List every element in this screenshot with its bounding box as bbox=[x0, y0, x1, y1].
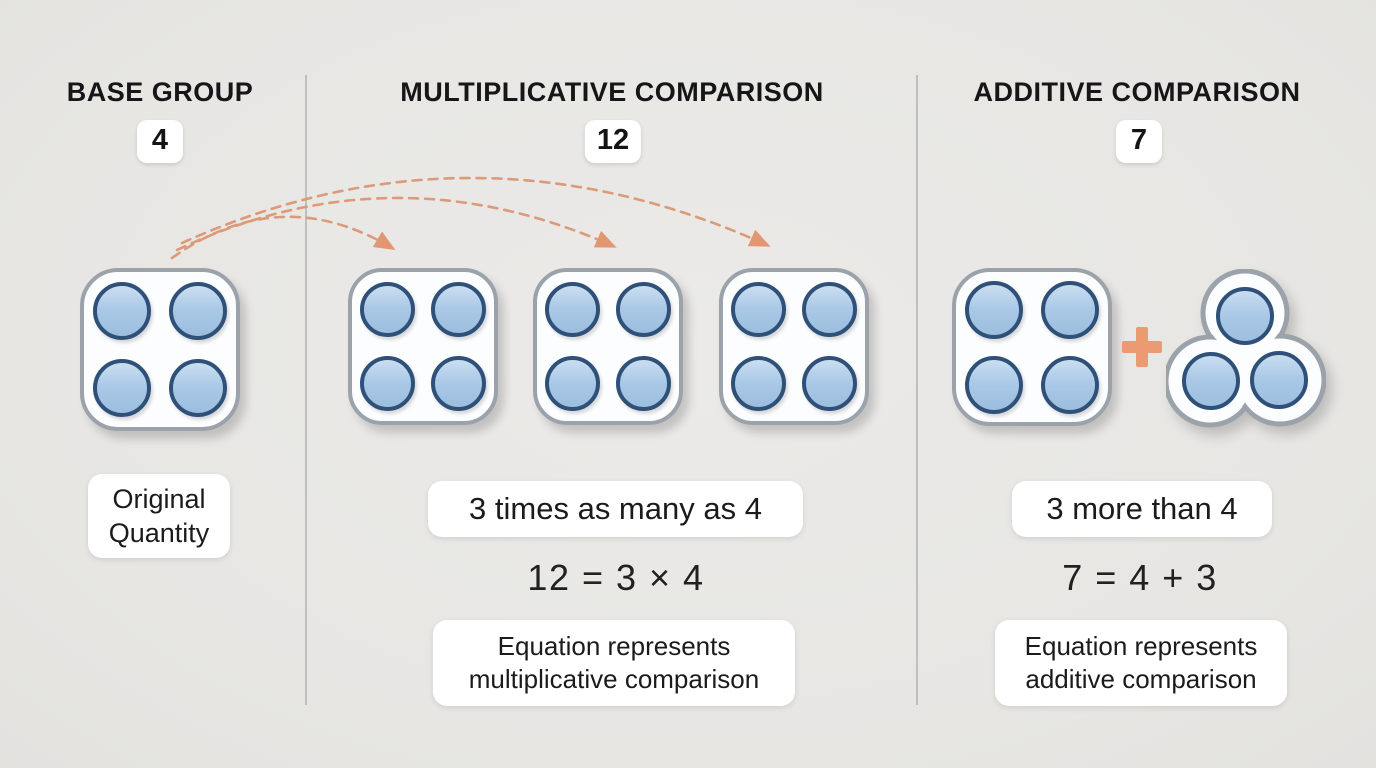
counter-dot bbox=[431, 356, 486, 412]
multiplicative-group-tile-2 bbox=[533, 268, 683, 425]
counter-dot bbox=[802, 356, 857, 412]
section-divider-left bbox=[305, 75, 307, 705]
arrow-to-group-3 bbox=[180, 176, 771, 247]
counter-dot bbox=[731, 281, 786, 337]
additive-statement: 3 more than 4 bbox=[1012, 481, 1272, 537]
counter-dot bbox=[965, 355, 1023, 414]
counter-dot bbox=[802, 281, 857, 337]
counter-dot bbox=[545, 356, 600, 412]
additive-caption: Equation represents additive comparison bbox=[995, 620, 1287, 706]
additive-equation: 7 = 4 + 3 bbox=[1062, 557, 1218, 598]
counter-dot bbox=[1216, 287, 1274, 345]
counter-dot bbox=[360, 281, 415, 337]
counter-dot bbox=[965, 280, 1023, 339]
arrow-to-group-2 bbox=[175, 196, 617, 252]
additive-title: ADDITIVE COMPARISON bbox=[973, 77, 1301, 107]
plus-icon bbox=[1122, 327, 1162, 367]
counter-dot bbox=[545, 281, 600, 337]
multiplicative-group-tile-1 bbox=[348, 268, 498, 425]
original-quantity-line2: Quantity bbox=[108, 518, 210, 548]
multiplicative-count-badge: 12 bbox=[584, 120, 642, 163]
counter-dot bbox=[616, 356, 671, 412]
counter-dot bbox=[93, 281, 151, 340]
multiplicative-statement: 3 times as many as 4 bbox=[428, 481, 803, 537]
base-group-tile bbox=[80, 268, 240, 431]
base-count-badge: 4 bbox=[137, 120, 183, 163]
counter-dot bbox=[1182, 352, 1240, 410]
multiplicative-title: MULTIPLICATIVE COMPARISON bbox=[400, 77, 824, 107]
additive-caption-line1: Equation represents bbox=[1024, 631, 1258, 661]
counter-dot bbox=[616, 281, 671, 337]
multiplicative-caption: Equation represents multiplicative compa… bbox=[433, 620, 795, 706]
counter-dot bbox=[1250, 351, 1308, 409]
additive-extra-blob bbox=[1166, 269, 1326, 428]
counter-dot bbox=[169, 359, 227, 418]
base-group-title: BASE GROUP bbox=[66, 77, 254, 107]
original-quantity-line1: Original bbox=[112, 484, 206, 514]
additive-count-badge: 7 bbox=[1116, 120, 1162, 163]
counter-dot bbox=[731, 356, 786, 412]
additive-caption-line2: additive comparison bbox=[1025, 664, 1257, 694]
arrow-to-group-1 bbox=[170, 215, 396, 260]
section-divider-right bbox=[916, 75, 918, 705]
multiplicative-caption-line1: Equation represents bbox=[497, 631, 731, 661]
counter-dot bbox=[1041, 355, 1099, 414]
counter-dot bbox=[1041, 280, 1099, 339]
multiplicative-group-tile-3 bbox=[719, 268, 869, 425]
counter-dot bbox=[169, 281, 227, 340]
counter-dot bbox=[431, 281, 486, 337]
additive-base-tile bbox=[952, 268, 1112, 426]
counter-dot bbox=[360, 356, 415, 412]
multiplicative-equation: 12 = 3 × 4 bbox=[527, 557, 705, 598]
original-quantity-label: Original Quantity bbox=[88, 474, 230, 558]
multiplicative-caption-line2: multiplicative comparison bbox=[468, 664, 760, 694]
counter-dot bbox=[93, 359, 151, 418]
